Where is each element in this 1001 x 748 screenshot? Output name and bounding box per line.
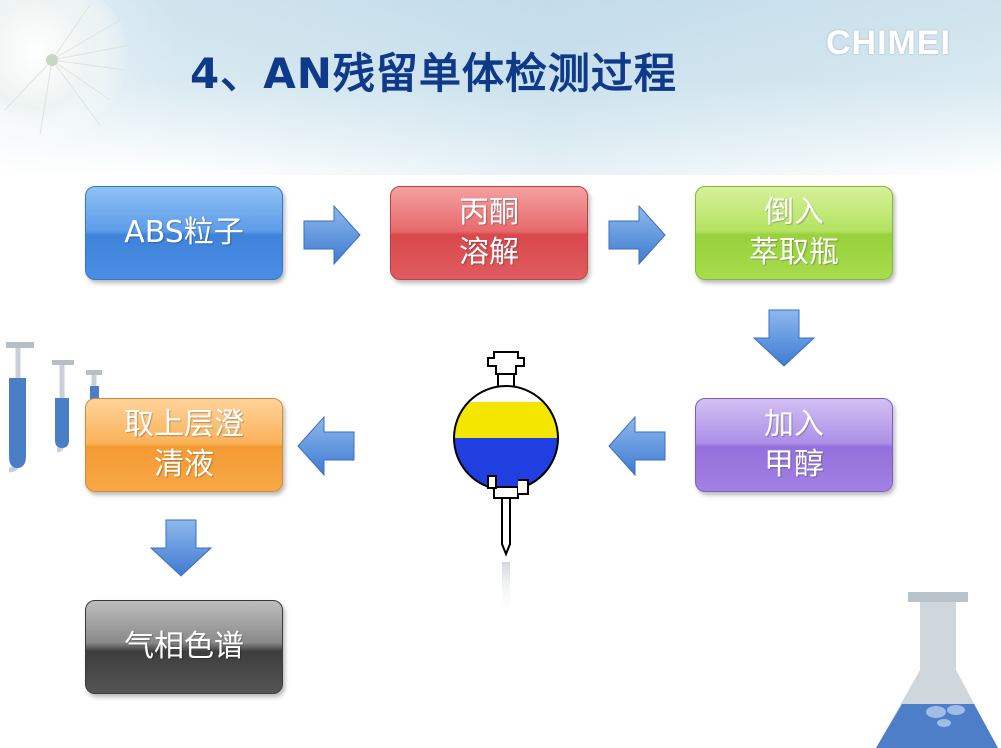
arrow-left-icon bbox=[297, 415, 355, 477]
step-label-line: 萃取瓶 bbox=[749, 235, 839, 270]
step-acetone-dissolve: 丙酮 溶解 bbox=[390, 186, 588, 280]
step-pour-into-extraction-flask: 倒入 萃取瓶 bbox=[695, 186, 893, 280]
step-label-line: ABS粒子 bbox=[124, 215, 244, 250]
step-label-line: 清液 bbox=[154, 447, 214, 482]
flask-icon bbox=[876, 592, 998, 748]
step-label-line: 倒入 bbox=[764, 195, 824, 230]
dandelion-icon bbox=[0, 0, 131, 138]
step-abs-pellets: ABS粒子 bbox=[85, 186, 283, 280]
step-label-line: 溶解 bbox=[459, 235, 519, 270]
step-label-line: 加入 bbox=[764, 407, 824, 442]
arrow-down-icon bbox=[752, 309, 816, 367]
separatory-funnel-icon bbox=[453, 351, 559, 616]
arrow-right-icon bbox=[608, 204, 666, 266]
arrow-down-icon bbox=[149, 519, 213, 577]
arrow-right-icon bbox=[303, 204, 361, 266]
step-label-line: 甲醇 bbox=[764, 447, 824, 482]
step-gas-chromatography: 气相色谱 bbox=[85, 600, 283, 694]
brand-logo: CHIMEI bbox=[826, 24, 951, 62]
step-label-line: 取上层澄 bbox=[124, 407, 244, 442]
step-label-line: 丙酮 bbox=[459, 195, 519, 230]
step-add-methanol: 加入 甲醇 bbox=[695, 398, 893, 492]
arrow-left-icon bbox=[608, 415, 666, 477]
step-take-supernatant: 取上层澄 清液 bbox=[85, 398, 283, 492]
step-label-line: 气相色谱 bbox=[124, 629, 244, 664]
page-title: 4、AN残留单体检测过程 bbox=[190, 49, 677, 98]
header-tint bbox=[0, 0, 1001, 175]
